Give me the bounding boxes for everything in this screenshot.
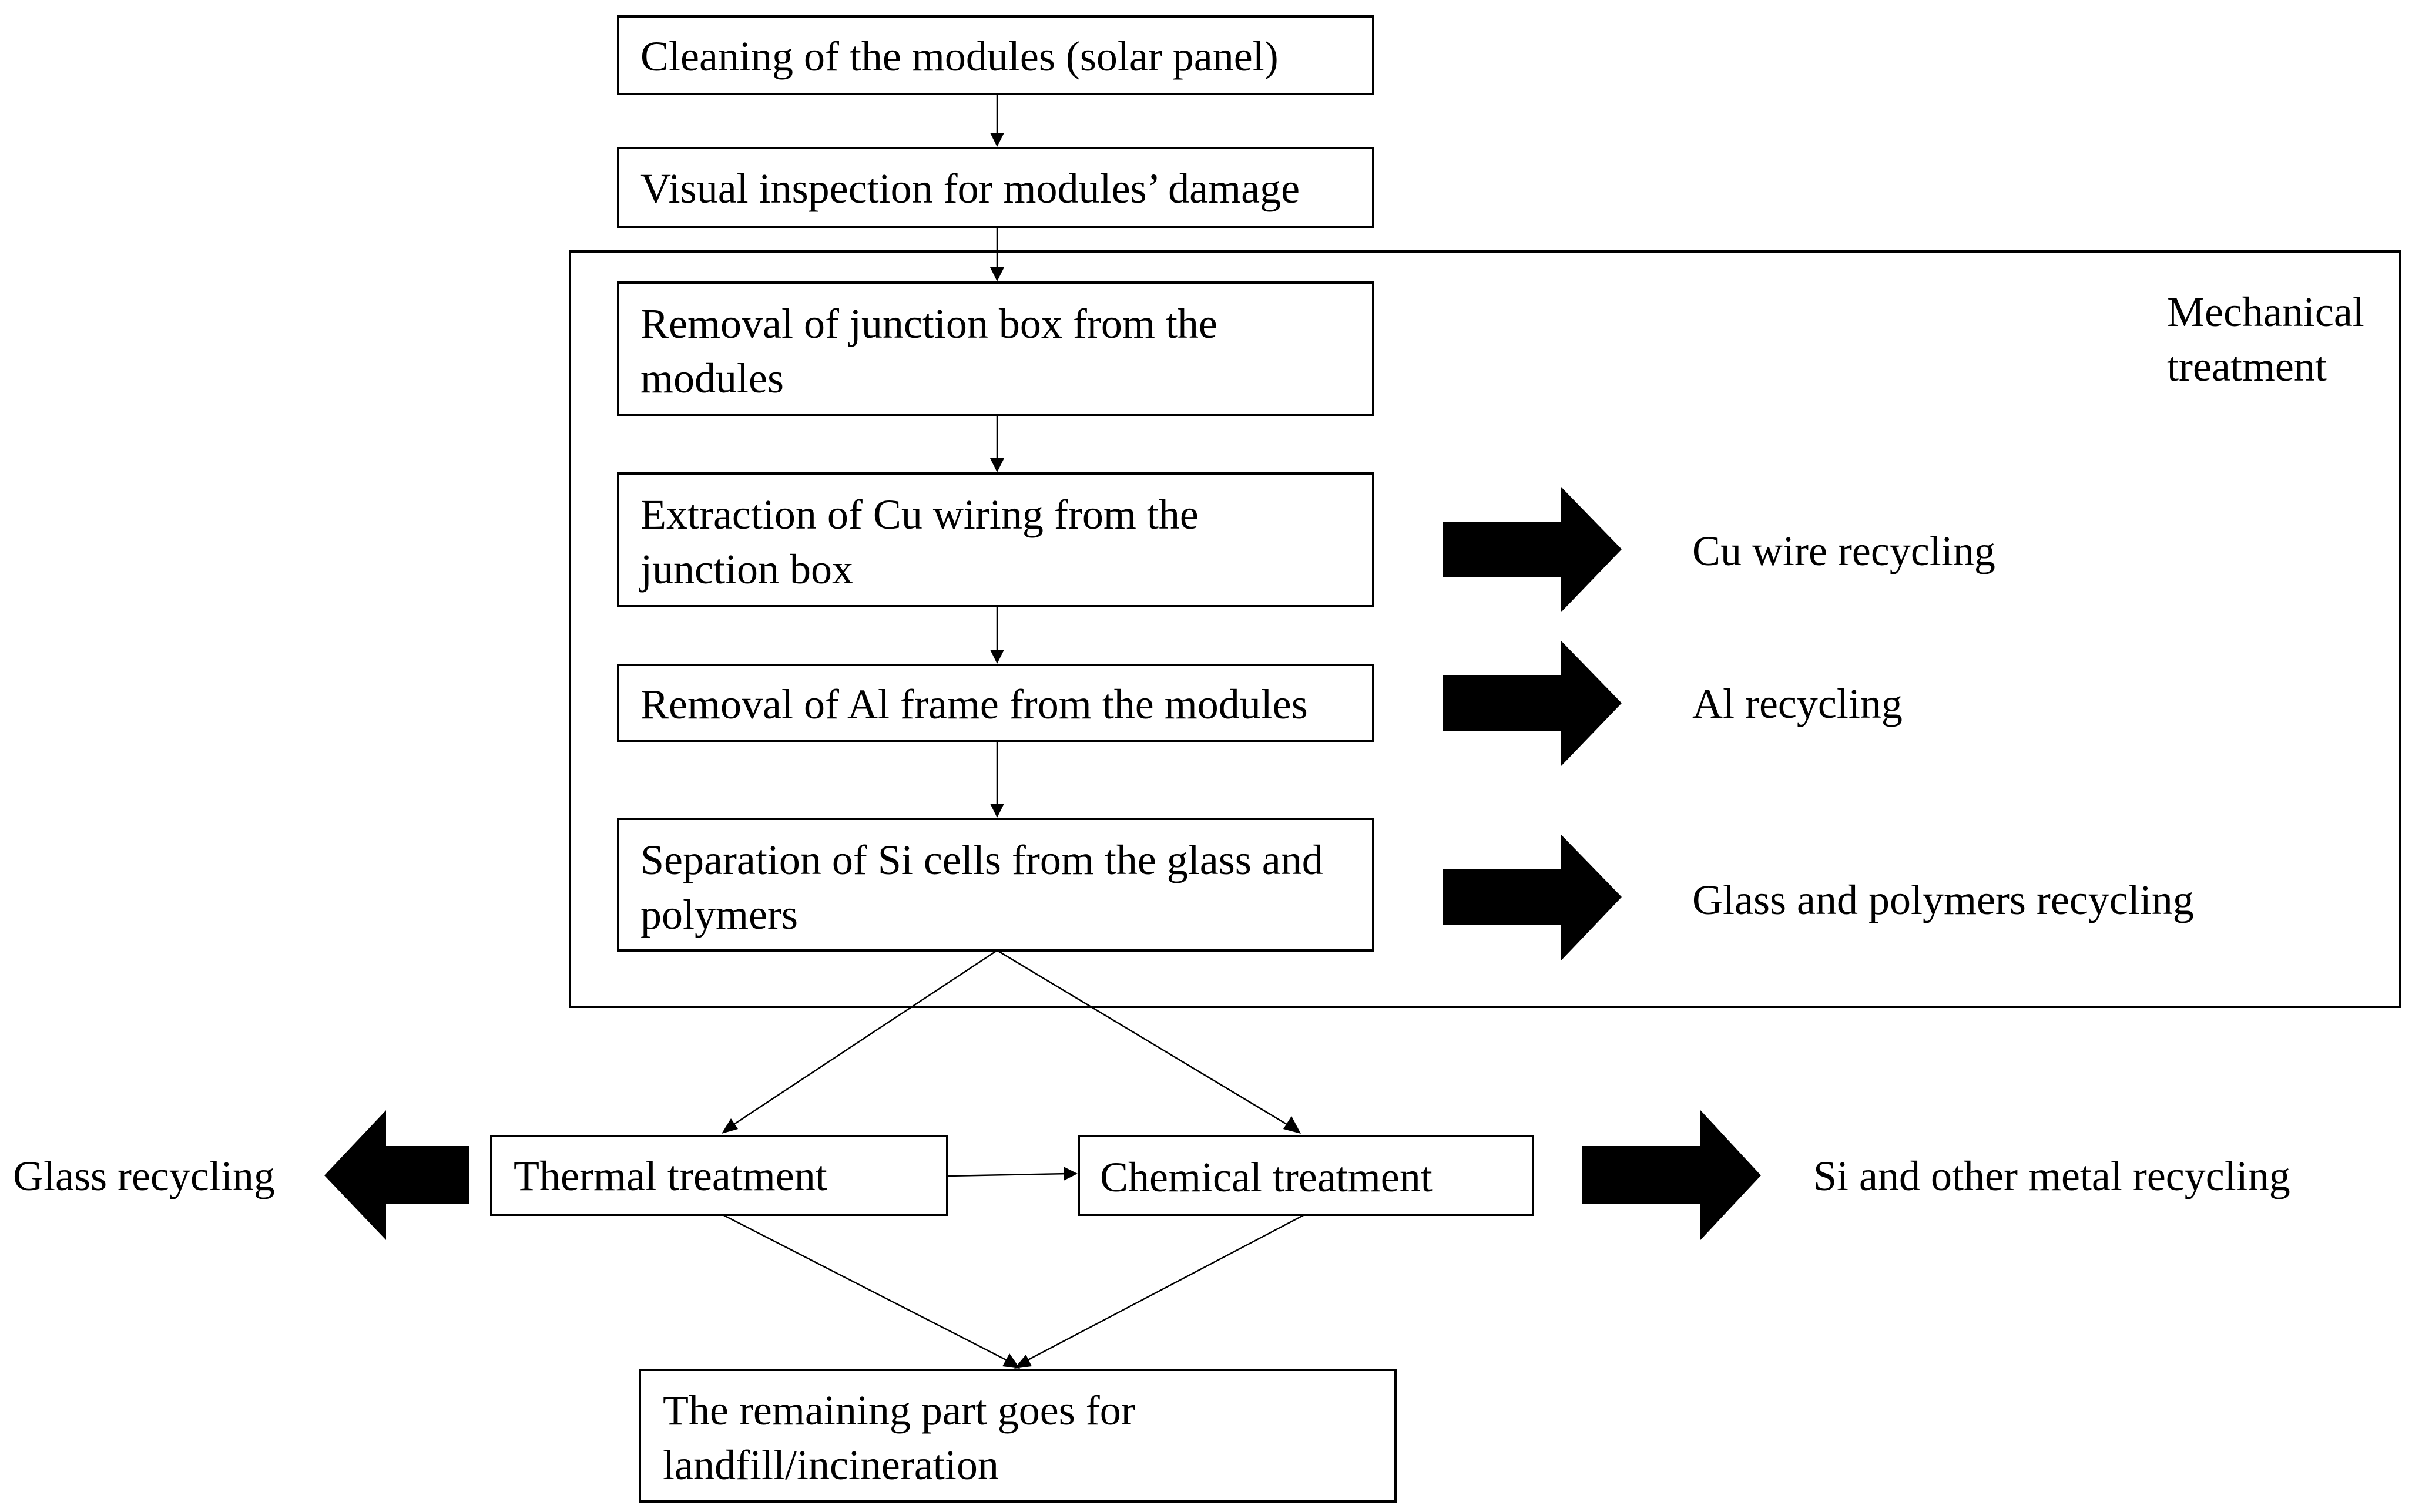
output-labels: Cu wire recycling Al recycling Glass and… — [13, 527, 2290, 1199]
step-cleaning-box — [617, 15, 1374, 95]
step-junction-box-removal-text: Removal of junction box from the modules — [640, 300, 1228, 402]
arrowhead-thermal — [722, 1118, 738, 1134]
step-cu-extraction: Extraction of Cu wiring from the junctio… — [617, 472, 1374, 607]
connector-thermal-to-remaining — [722, 1214, 1012, 1364]
step-chemical-treatment: Chemical treatment — [1078, 1135, 1534, 1216]
arrowhead-cu — [990, 458, 1004, 472]
step-junction-box-removal: Removal of junction box from the modules — [617, 281, 1374, 416]
output-arrows — [324, 486, 1761, 1240]
glass-recycling-label: Glass recycling — [13, 1153, 275, 1199]
step-si-separation: Separation of Si cells from the glass an… — [617, 818, 1374, 952]
step-remaining-part-line-1: The remaining part goes for — [663, 1387, 1135, 1434]
connector-chemical-to-remaining — [1022, 1214, 1305, 1364]
step-inspection-line-1: Visual inspection for modules’ damage — [640, 165, 1300, 212]
arrowhead-si — [990, 804, 1004, 818]
step-cu-extraction-line-1: Extraction of Cu wiring from the — [640, 491, 1199, 538]
step-cleaning: Cleaning of the modules (solar panel) — [617, 15, 1374, 95]
step-thermal-treatment: Thermal treatment — [490, 1135, 948, 1216]
step-al-frame-removal-box — [617, 664, 1374, 742]
step-chemical-treatment-box — [1078, 1135, 1534, 1216]
si-metal-recycling-label: Si and other metal recycling — [1813, 1153, 2290, 1199]
step-remaining-part-line-2: landfill/incineration — [663, 1442, 999, 1489]
glass-polymers-recycling-arrow — [1443, 834, 1622, 961]
step-junction-box-removal-box — [617, 281, 1374, 416]
connectors — [722, 94, 1305, 1369]
step-cu-extraction-box — [617, 472, 1374, 607]
step-inspection-box — [617, 147, 1374, 228]
step-cu-extraction-text: Extraction of Cu wiring from the junctio… — [639, 491, 1209, 593]
mechanical-treatment-label-line-1: Mechanical — [2167, 288, 2364, 335]
arrowhead-chemical — [1283, 1116, 1301, 1134]
step-al-frame-removal-text: Removal of Al frame from the modules — [640, 681, 1308, 728]
arrowhead-remaining-left — [1002, 1353, 1020, 1369]
arrowhead-thermal-to-chemical — [1064, 1167, 1078, 1181]
arrowhead-al — [990, 650, 1004, 664]
step-inspection-text: Visual inspection for modules’ damage — [640, 165, 1300, 212]
step-thermal-treatment-box — [490, 1135, 948, 1216]
step-al-frame-removal: Removal of Al frame from the modules — [617, 664, 1374, 742]
step-junction-box-removal-line-1: Removal of junction box from the — [640, 300, 1217, 347]
step-cleaning-text: Cleaning of the modules (solar panel) — [640, 33, 1279, 80]
connector-si-to-thermal — [728, 949, 998, 1129]
glass-polymers-recycling-label: Glass and polymers recycling — [1692, 876, 2194, 923]
mechanical-treatment-label: Mechanical treatment — [2167, 288, 2375, 390]
step-cu-extraction-line-2: junction box — [639, 546, 853, 593]
step-chemical-treatment-line-1: Chemical treatment — [1100, 1154, 1433, 1201]
arrowhead-junction-box — [990, 267, 1004, 281]
cu-recycling-label: Cu wire recycling — [1692, 527, 1995, 574]
step-remaining-part-text: The remaining part goes for landfill/inc… — [663, 1387, 1146, 1489]
step-thermal-treatment-text: Thermal treatment — [514, 1153, 827, 1199]
step-thermal-treatment-line-1: Thermal treatment — [514, 1153, 827, 1199]
arrowhead-inspection — [990, 133, 1004, 147]
arrowhead-remaining-right — [1014, 1355, 1032, 1369]
cu-recycling-arrow — [1443, 486, 1622, 613]
step-si-separation-text: Separation of Si cells from the glass an… — [640, 836, 1334, 938]
connector-si-to-chemical — [997, 949, 1293, 1129]
connector-thermal-to-chemical — [947, 1172, 1069, 1177]
mechanical-treatment-label-line-2: treatment — [2167, 343, 2327, 390]
mechanical-treatment-frame — [569, 250, 2401, 1008]
step-si-separation-line-2: polymers — [640, 891, 798, 938]
step-chemical-treatment-text: Chemical treatment — [1100, 1154, 1433, 1201]
si-metal-recycling-arrow — [1582, 1110, 1761, 1240]
step-remaining-part: The remaining part goes for landfill/inc… — [639, 1369, 1397, 1503]
step-si-separation-box — [617, 818, 1374, 952]
glass-recycling-arrow — [324, 1110, 469, 1240]
step-inspection: Visual inspection for modules’ damage — [617, 147, 1374, 228]
step-si-separation-line-1: Separation of Si cells from the glass an… — [640, 836, 1323, 883]
al-recycling-arrow — [1443, 640, 1622, 767]
mechanical-treatment-group: Mechanical treatment — [569, 250, 2401, 1008]
step-remaining-part-box — [639, 1369, 1397, 1503]
al-recycling-label: Al recycling — [1692, 680, 1903, 727]
step-al-frame-removal-line-1: Removal of Al frame from the modules — [640, 681, 1308, 728]
step-junction-box-removal-line-2: modules — [640, 355, 784, 402]
step-cleaning-line-1: Cleaning of the modules (solar panel) — [640, 33, 1279, 80]
